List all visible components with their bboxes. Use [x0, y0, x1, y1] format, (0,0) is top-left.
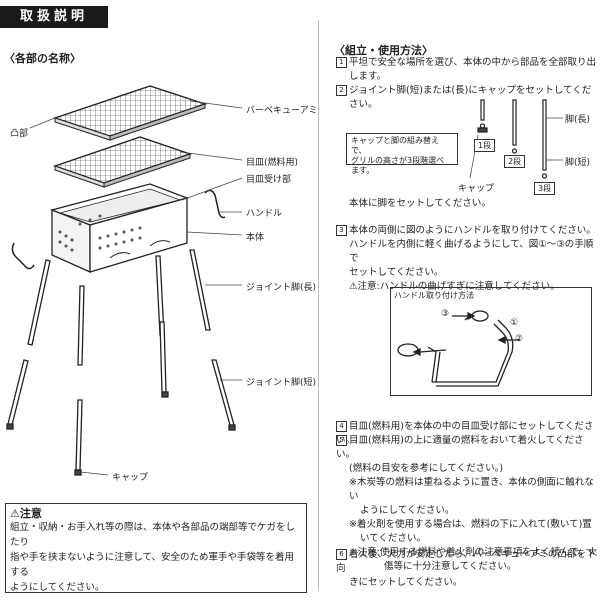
label-fuel-holder: 目皿受け部 — [246, 175, 292, 185]
long-legs-illustration — [27, 249, 211, 366]
handle-illustration-left — [11, 242, 35, 270]
step-2-end: 本体に脚をセットしてください。 — [349, 198, 491, 209]
level-3-label: 3段 — [534, 182, 556, 195]
inset-step-1-mark: ① — [510, 318, 519, 328]
caution-title: ⚠注意 — [10, 507, 42, 520]
inset-step-3-mark: ③ — [441, 309, 450, 319]
manual-header-title: 取扱説明 — [0, 6, 108, 28]
handle-illustration-right — [204, 189, 226, 219]
warning-icon: ⚠ — [10, 507, 20, 520]
fuel-plate-illustration — [52, 136, 193, 188]
caution-box — [5, 503, 307, 593]
handle-install-inset — [390, 287, 592, 396]
inset-title: ハンドル取り付け方法 — [394, 291, 474, 300]
height-note-box: キャップと脚の組み替えで、 グリルの高さが3段階選べ ます。 — [346, 133, 458, 175]
label-body: 本体 — [246, 233, 265, 243]
column-divider — [318, 20, 319, 590]
step-number-2: 2 — [336, 85, 347, 96]
caution-text: 組立・収納・お手入れ等の際は、本体や各部品の端部等でケガをしたり 指や手を挟まな… — [10, 522, 296, 593]
parts-section-title: 〈各部の名称〉 — [4, 52, 81, 65]
short-legs-illustration — [6, 321, 236, 476]
label-fuel-plate: 目皿(燃料用) — [246, 158, 299, 168]
step-number-3: 3 — [336, 225, 347, 236]
step-number-1: 1 — [336, 57, 347, 68]
label-leg-long: ジョイント脚(長) — [246, 283, 317, 293]
label-convex: 凸部 — [10, 129, 29, 139]
label-cap: キャップ — [112, 473, 149, 483]
inset-step-2-mark: ② — [515, 334, 524, 344]
bbq-net-illustration — [52, 85, 208, 141]
grill-body-illustration — [49, 183, 190, 274]
label-handle: ハンドル — [246, 209, 283, 219]
step-number-6: 6 — [336, 549, 347, 560]
warning-icon: ⚠ — [349, 547, 358, 558]
assembly-section-title: 〈組立・使用方法〉 — [334, 44, 433, 57]
step-number-4: 4 — [336, 421, 347, 432]
label-bbq-net: バーベキューアミ — [246, 106, 318, 116]
warning-icon: ⚠ — [349, 281, 358, 292]
label-leg-long-right: 脚(長) — [565, 115, 591, 125]
label-leg-short: ジョイント脚(短) — [246, 378, 317, 388]
label-cap-right: キャップ — [458, 184, 495, 194]
level-1-label: 1段 — [474, 139, 496, 152]
level-2-label: 2段 — [504, 155, 526, 168]
label-leg-short-right: 脚(短) — [565, 158, 591, 168]
step-number-5: 5 — [336, 435, 347, 446]
